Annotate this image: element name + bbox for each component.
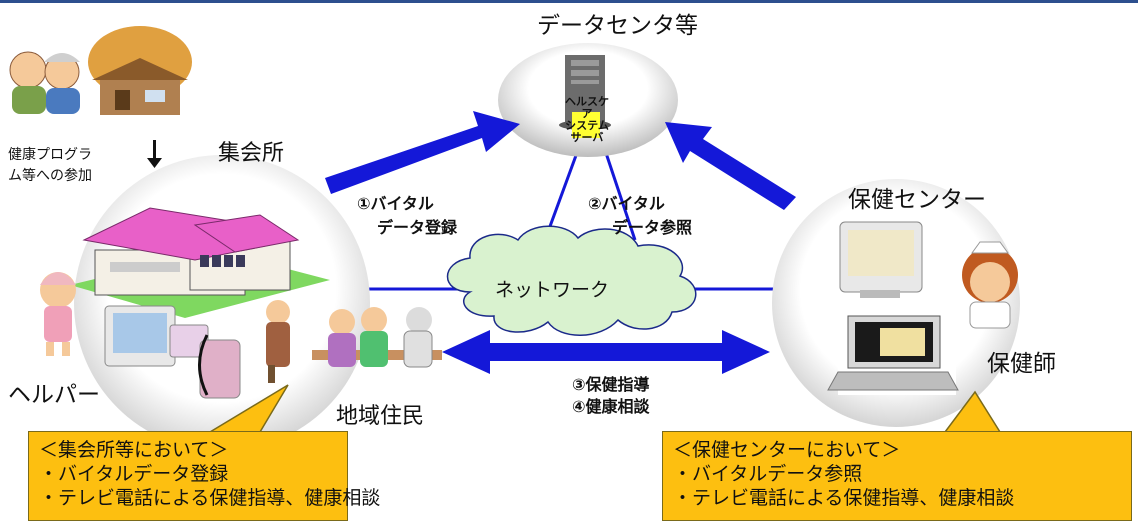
callout-left-item: ・バイタルデータ登録: [39, 463, 229, 485]
blood-pressure-monitor-icon: [169, 324, 241, 399]
elderly-couple-icon: [9, 51, 80, 114]
server-label: ヘルスケア システム サーバ: [565, 96, 609, 144]
network-cloud: [446, 225, 697, 336]
datacenter-title: データセンタ等: [537, 13, 698, 39]
residents-label: 地域住民: [336, 404, 425, 429]
nurse-icon: [962, 241, 1018, 329]
reference-flow-line: データ参照: [612, 218, 693, 237]
community-hall-building-icon: [70, 207, 330, 318]
network-label: ネットワーク: [495, 279, 610, 301]
tablet-terminal-icon: [104, 305, 176, 367]
residents-icon: [266, 300, 442, 383]
health-center-circle: [772, 179, 1020, 427]
program-note-line: ム等への参加: [8, 168, 92, 184]
reference-arrow: [665, 122, 796, 210]
nurse-label: 保健師: [987, 351, 1056, 377]
guidance-label: ③保健指導: [572, 375, 650, 394]
guidance-flow-label: ③保健指導 ④健康相談: [572, 374, 650, 418]
network-lines: [350, 149, 778, 291]
server-label-line: システム: [565, 119, 609, 132]
terminal-device-icon: [839, 221, 923, 298]
helper-label: ヘルパー: [8, 382, 100, 408]
upload-flow-line: データ登録: [377, 218, 458, 237]
callout-right-heading: ＜保健センターにおいて＞: [673, 439, 901, 461]
callout-left-item: ・テレビ電話による保健指導、健康相談: [39, 487, 381, 509]
callout-left-heading: ＜集会所等において＞: [39, 439, 229, 461]
upload-flow-label: ①バイタル データ登録: [357, 192, 457, 240]
consultation-label: ④健康相談: [572, 397, 650, 416]
guidance-arrow: [442, 330, 770, 374]
server-icon: [559, 55, 611, 138]
autumn-house-icon: [88, 26, 192, 115]
reference-flow-line: ②バイタル: [588, 194, 665, 213]
down-arrow-icon: [147, 140, 162, 168]
laptop-icon: [827, 305, 959, 395]
callout-left: ＜集会所等において＞ ・バイタルデータ登録 ・テレビ電話による保健指導、健康相談: [28, 431, 381, 521]
server-label-line: サーバ: [570, 131, 604, 144]
callout-right-item: ・テレビ電話による保健指導、健康相談: [673, 487, 1015, 509]
program-note: 健康プログラ ム等への参加: [8, 145, 92, 187]
community-hall-title: 集会所: [218, 141, 285, 166]
upload-arrow: [325, 111, 520, 194]
top-border: [0, 0, 1138, 3]
upload-flow-line: ①バイタル: [357, 194, 434, 213]
helper-icon: [40, 272, 76, 356]
health-center-title: 保健センター: [848, 187, 986, 213]
program-note-line: 健康プログラ: [8, 147, 92, 163]
callout-right-item: ・バイタルデータ参照: [673, 463, 863, 485]
callout-right: ＜保健センターにおいて＞ ・バイタルデータ参照 ・テレビ電話による保健指導、健康…: [662, 431, 1132, 521]
reference-flow-label: ②バイタル データ参照: [588, 192, 692, 240]
server-label-line: ヘルスケア: [565, 95, 609, 120]
